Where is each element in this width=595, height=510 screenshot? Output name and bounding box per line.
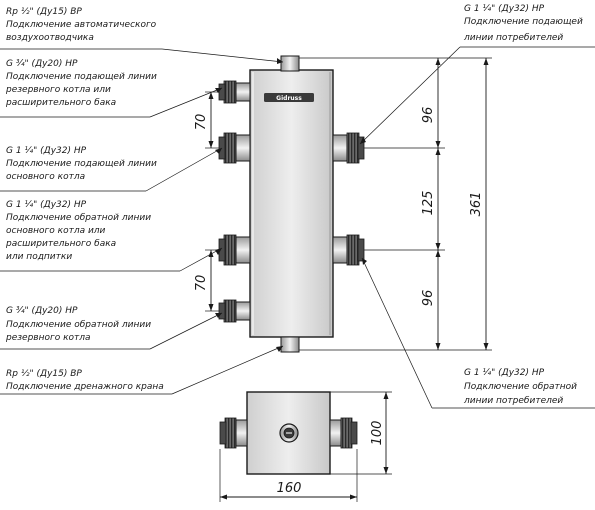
svg-text:резервного котла или: резервного котла или <box>5 85 111 95</box>
svg-text:G ¾" (Ду20) НР: G ¾" (Ду20) НР <box>6 306 78 316</box>
svg-text:G 1 ¼" (Ду32) НР: G 1 ¼" (Ду32) НР <box>464 368 545 378</box>
svg-text:G 1 ¼" (Ду32) НР: G 1 ¼" (Ду32) НР <box>464 4 545 14</box>
callout-air-vent: Rp ½" (Ду15) ВР Подключение автоматическ… <box>6 7 157 43</box>
dim-upper-spacing: 96 <box>421 107 436 124</box>
svg-text:Подключение подающей линии: Подключение подающей линии <box>6 72 157 82</box>
callout-reserve-supply: G ¾" (Ду20) НР Подключение подающей лини… <box>5 59 157 108</box>
drain-nipple <box>280 336 300 353</box>
callout-main-supply: G 1 ¼" (Ду32) НР Подключение подающей ли… <box>6 146 157 182</box>
svg-text:G ¾" (Ду20) НР: G ¾" (Ду20) НР <box>6 59 78 69</box>
dim-bottom-width: 160 <box>277 481 302 496</box>
svg-text:Rp ½" (Ду15) ВР: Rp ½" (Ду15) ВР <box>6 369 82 379</box>
svg-text:воздухоотводчика: воздухоотводчика <box>6 33 94 43</box>
svg-text:Подключение обратной линии: Подключение обратной линии <box>6 320 151 330</box>
port-right-consumer-supply <box>332 132 365 164</box>
callout-reserve-return: G ¾" (Ду20) НР Подключение обратной лини… <box>5 306 151 343</box>
dim-lower-spacing: 96 <box>421 290 436 307</box>
svg-text:Подключение дренажного крана: Подключение дренажного крана <box>6 382 164 392</box>
leader-lines <box>0 46 595 409</box>
air-vent-nipple <box>280 55 300 72</box>
right-dimension-lines <box>299 57 492 351</box>
svg-text:Подключение автоматического: Подключение автоматического <box>6 20 157 30</box>
dim-left-upper-spacing: 70 <box>194 114 209 131</box>
svg-text:G 1 ¼" (Ду32) НР: G 1 ¼" (Ду32) НР <box>6 200 87 210</box>
svg-text:линии потребителей: линии потребителей <box>463 396 563 406</box>
svg-text:основного котла или: основного котла или <box>6 226 106 236</box>
bottom-dimension-lines <box>219 391 392 502</box>
port-left-reserve-supply <box>218 80 251 104</box>
svg-text:линии потребителей: линии потребителей <box>463 33 563 43</box>
svg-text:резервного котла: резервного котла <box>5 333 91 343</box>
callout-drain: Rp ½" (Ду15) ВР Подключение дренажного к… <box>6 369 164 392</box>
port-left-main-return <box>218 234 251 266</box>
callout-consumer-supply: G 1 ¼" (Ду32) НР Подключение подающей ли… <box>463 4 583 43</box>
callout-consumer-return: G 1 ¼" (Ду32) НР Подключение обратной ли… <box>463 368 577 406</box>
dim-middle-spacing: 125 <box>421 191 436 216</box>
svg-text:Подключение подающей линии: Подключение подающей линии <box>6 159 157 169</box>
svg-text:Rp ½" (Ду15) ВР: Rp ½" (Ду15) ВР <box>6 7 82 17</box>
svg-text:Подключение подающей: Подключение подающей <box>464 17 583 27</box>
port-right-consumer-return <box>332 234 365 266</box>
dim-bottom-depth: 100 <box>370 421 385 446</box>
brand-logo: Gidruss <box>264 93 314 102</box>
svg-text:расширительного бака: расширительного бака <box>5 98 116 108</box>
brand-logo-text: Gidruss <box>276 95 302 102</box>
svg-text:расширительного бака: расширительного бака <box>5 239 116 249</box>
dim-total-height: 361 <box>469 192 484 217</box>
top-view <box>219 391 358 475</box>
port-left-main-supply <box>218 132 251 164</box>
callout-main-return: G 1 ¼" (Ду32) НР Подключение обратной ли… <box>5 200 151 262</box>
separator-body <box>249 69 334 338</box>
dim-left-lower-spacing: 70 <box>194 275 209 292</box>
svg-text:Подключение обратной линии: Подключение обратной линии <box>6 213 151 223</box>
svg-text:или подпитки: или подпитки <box>6 252 72 262</box>
svg-text:основного котла: основного котла <box>6 172 85 182</box>
svg-text:Подключение обратной: Подключение обратной <box>464 382 577 392</box>
port-left-reserve-return <box>218 299 251 323</box>
svg-text:G 1 ¼" (Ду32) НР: G 1 ¼" (Ду32) НР <box>6 146 87 156</box>
